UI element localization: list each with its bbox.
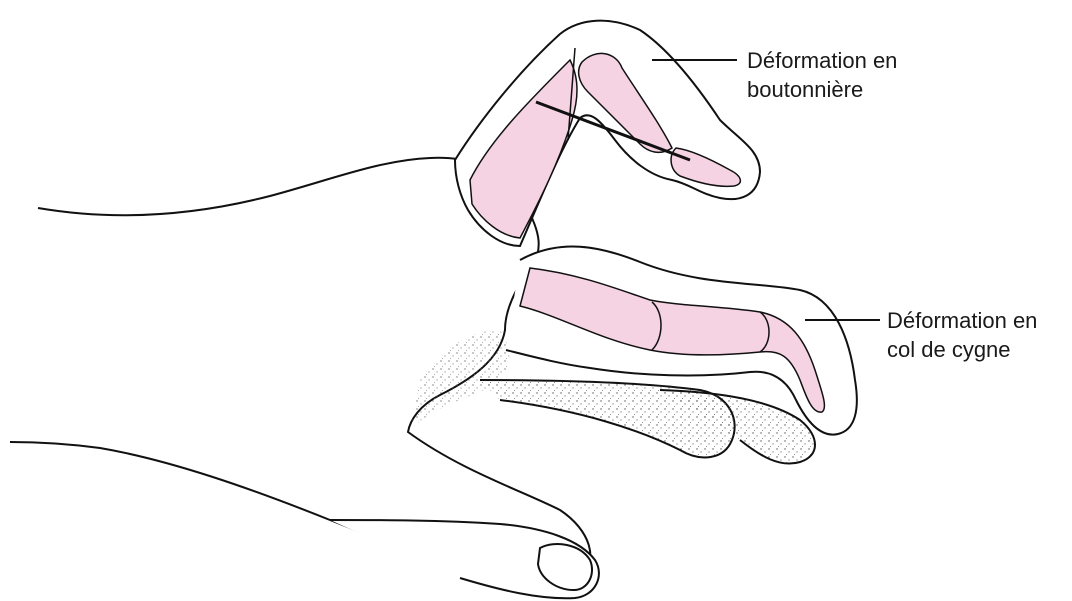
swan-neck-label: Déformation en col de cygne [887,306,1037,364]
swan-neck-label-line2: col de cygne [887,335,1037,364]
swan-neck-label-line1: Déformation en [887,306,1037,335]
boutonniere-label: Déformation en boutonnière [747,46,897,104]
boutonniere-label-line2: boutonnière [747,75,897,104]
boutonniere-label-line1: Déformation en [747,46,897,75]
